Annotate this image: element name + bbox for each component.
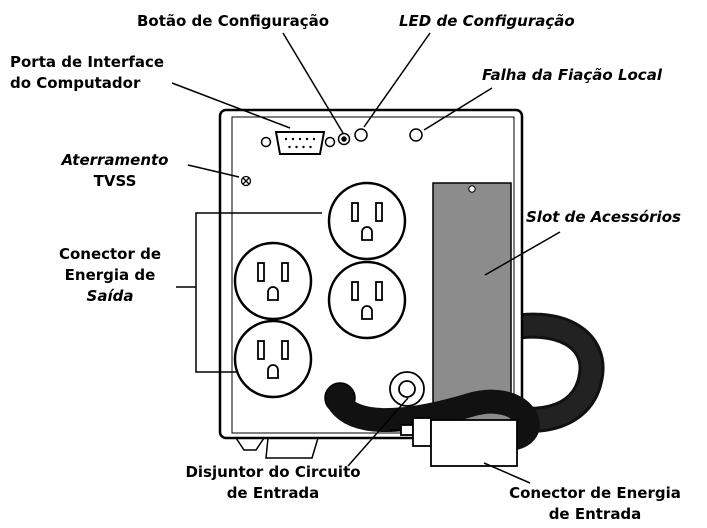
config-button-label: Botão de Configuração <box>137 12 330 30</box>
input-connector-label: Conector de Energia de Entrada <box>494 483 696 525</box>
input-breaker-label-line1: Disjuntor do Circuito <box>185 463 361 481</box>
outlet-2 <box>233 241 313 321</box>
tvss-ground-screw <box>240 175 252 187</box>
power-plug <box>390 417 518 467</box>
tvss-ground-label-line2: TVSS <box>93 172 137 190</box>
config-led-label: LED de Configuração <box>399 12 575 30</box>
callout-tvss-ground <box>187 164 240 178</box>
accessory-slot <box>432 182 512 424</box>
callout-config-led <box>363 32 431 128</box>
db9-serial-port <box>274 131 326 155</box>
input-circuit-breaker <box>389 371 425 407</box>
input-connector-label-line1: Conector de Energia <box>509 484 681 502</box>
computer-port-label-line2: do Computador <box>10 74 141 92</box>
callout-input-breaker <box>347 397 409 467</box>
callout-accessory-slot <box>484 231 561 276</box>
computer-port-label: Porta de Interface do Computador <box>10 52 164 94</box>
output-connector-label-line3: Saída <box>86 287 134 305</box>
site-wiring-fault-led <box>409 128 423 142</box>
outlet-3 <box>327 260 407 340</box>
config-led <box>354 128 368 142</box>
input-breaker-label: Disjuntor do Circuito de Entrada <box>178 462 368 504</box>
callout-config-button <box>282 32 344 134</box>
outlet-4 <box>233 319 313 399</box>
callout-computer-port <box>171 82 291 129</box>
output-bracket <box>195 212 322 373</box>
tvss-ground-label: Aterramento TVSS <box>45 150 185 192</box>
input-connector-label-line2: de Entrada <box>548 505 642 523</box>
accessory-slot-label: Slot de Acessórios <box>526 208 681 226</box>
outlets <box>233 181 407 399</box>
outlet-1 <box>327 181 407 261</box>
output-connector-label-line2: Energia de <box>64 266 156 284</box>
input-breaker-label-line2: de Entrada <box>226 484 320 502</box>
output-connector-label-line1: Conector de <box>58 245 162 263</box>
callout-input-connector <box>483 462 531 484</box>
site-wiring-fault-label: Falha da Fiação Local <box>482 66 662 84</box>
tvss-ground-label-line1: Aterramento <box>61 151 169 169</box>
port-screw-right <box>324 136 336 148</box>
output-connector-label: Conector de Energia de Saída <box>40 244 180 307</box>
computer-port-label-line1: Porta de Interface <box>10 53 165 71</box>
callout-lines <box>171 32 561 484</box>
callout-site-wiring-fault <box>423 87 493 131</box>
port-screw-left <box>260 136 272 148</box>
top-controls <box>260 128 423 155</box>
